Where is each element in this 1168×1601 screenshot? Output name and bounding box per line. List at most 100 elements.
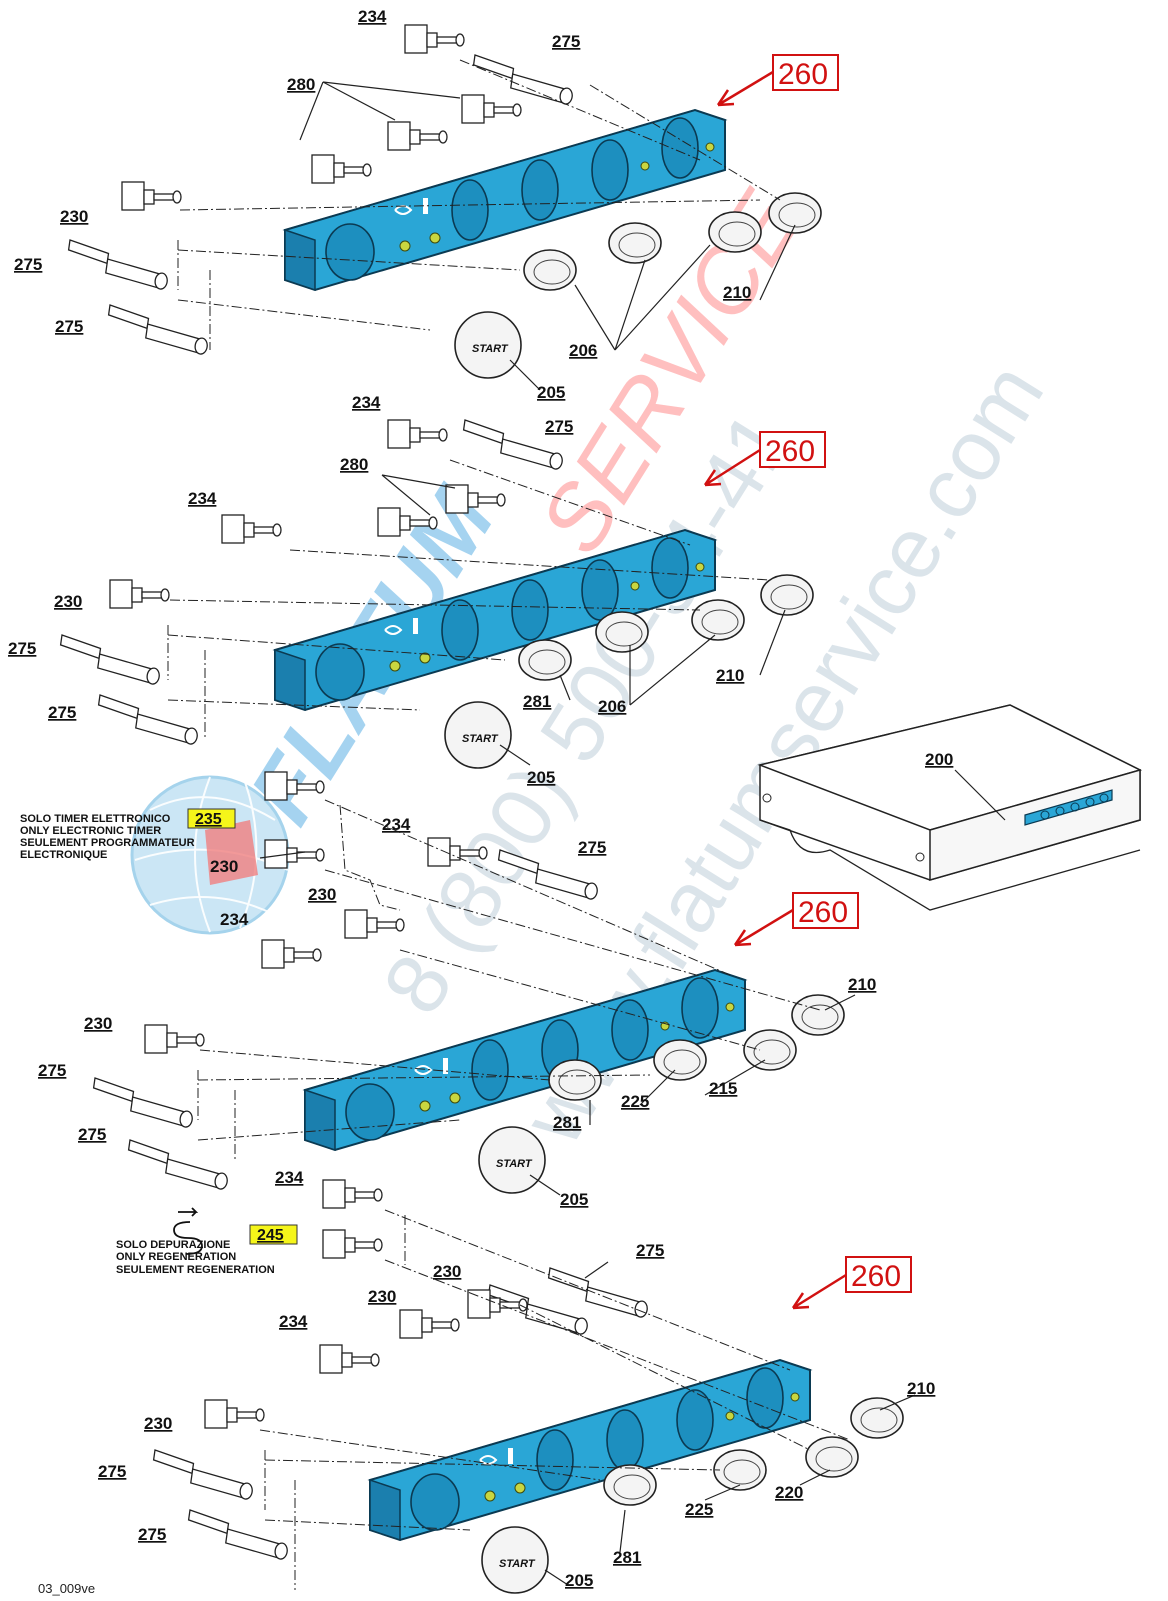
note-part-number: 245 [257,1227,284,1244]
part-label: 230 [84,1014,112,1033]
regen-note: 245 SOLO DEPURAZIONE ONLY REGENERATION S… [116,1207,298,1276]
part-label: 234 [352,393,381,412]
part-label: 206 [598,697,626,716]
part-label: 275 [8,639,36,658]
note-line: SOLO TIMER ELETTRONICO [20,813,171,825]
part-label: 275 [138,1525,166,1544]
drawing-code: 03_009ve [38,1581,95,1596]
switch-part [204,1399,265,1429]
part-label: 234 [275,1168,304,1187]
switch-part [261,939,322,969]
knob-part [548,1059,602,1101]
part-label: 230 [308,885,336,904]
note-line: SEULEMENT REGENERATION [116,1264,275,1276]
start-knob [444,701,512,769]
part-label: 230 [210,857,238,876]
knob-part [523,249,577,291]
knob-part [760,574,814,616]
part-label: 234 [188,489,217,508]
reference-260-group: 260 260 260 260 [703,54,912,1310]
part-label: 205 [527,768,555,787]
lamp-part [56,634,164,686]
part-label: 205 [565,1571,593,1590]
start-knob [478,1126,546,1194]
note-line: ONLY ELECTRONIC TIMER [20,825,161,837]
assembly-4: START [149,1179,916,1594]
start-knob [481,1526,549,1594]
oven-unit [757,704,1143,911]
switch-part [221,514,282,544]
part-label: 225 [685,1500,713,1519]
switch-part [399,1309,460,1339]
part-label: 281 [523,692,551,711]
switch-part [322,1229,383,1259]
note-line: SEULEMENT PROGRAMMATEUR [20,837,195,849]
control-panel-1 [284,109,726,291]
part-label: 280 [287,75,315,94]
ref-260-label: 260 [798,896,848,929]
part-label: 234 [279,1312,308,1331]
knob-part [805,1436,859,1478]
part-label: 275 [78,1125,106,1144]
switch-part [144,1024,205,1054]
switch-part [109,579,170,609]
note-part-number: 235 [195,811,222,828]
lamp-part [544,1267,652,1319]
lamp-part [184,1509,292,1561]
timer-note: 235 SOLO TIMER ELETTRONICO ONLY ELECTRON… [20,808,236,861]
part-label: 230 [433,1262,461,1281]
part-label: 234 [382,815,411,834]
part-label: 275 [578,838,606,857]
part-label: 230 [144,1414,172,1433]
start-knob-label: START [499,1558,536,1570]
part-label: 225 [621,1092,649,1111]
part-label: 230 [60,207,88,226]
lamp-part [124,1139,232,1191]
part-label: 234 [220,910,249,929]
start-knob-label: START [496,1158,533,1170]
assembly-1: START [64,24,822,391]
ref-260-label: 260 [778,58,828,91]
note-line: ELECTRONIQUE [20,849,107,861]
part-label: 275 [98,1462,126,1481]
part-label: 281 [553,1113,581,1132]
part-label: 210 [848,975,876,994]
knob-part [603,1464,657,1506]
part-label: 210 [907,1379,935,1398]
note-line: ONLY REGENERATION [116,1251,236,1263]
part-label: 275 [48,703,76,722]
knob-part [743,1029,797,1071]
regeneration-icon [173,1207,203,1255]
knob-part [768,192,822,234]
part-label: 210 [723,283,751,302]
switch-part [121,181,182,211]
switch-part [387,121,448,151]
lamp-part [89,1077,197,1129]
lamp-part [94,694,202,746]
part-labels: 234 275 280 230 275 275 206 210 205 234 … [8,7,953,1590]
switch-part [322,1179,383,1209]
switch-part [387,419,448,449]
start-knob-label: START [462,733,499,745]
part-label: 275 [38,1061,66,1080]
knob-part [608,222,662,264]
part-label: 220 [775,1483,803,1502]
lamp-part [149,1449,257,1501]
part-label: 205 [560,1190,588,1209]
switch-part [319,1344,380,1374]
knob-part [791,994,845,1036]
ref-260-label: 260 [851,1260,901,1293]
part-label: 275 [552,32,580,51]
lamp-part [469,54,577,106]
part-label: 275 [636,1241,664,1260]
lamp-part [484,1284,592,1336]
part-label: 210 [716,666,744,685]
part-label: 275 [14,255,42,274]
part-label: 280 [340,455,368,474]
knob-part [518,639,572,681]
assembly-2: START [56,419,814,769]
part-label: 230 [368,1287,396,1306]
lamp-part [104,304,212,356]
part-label: 275 [55,317,83,336]
